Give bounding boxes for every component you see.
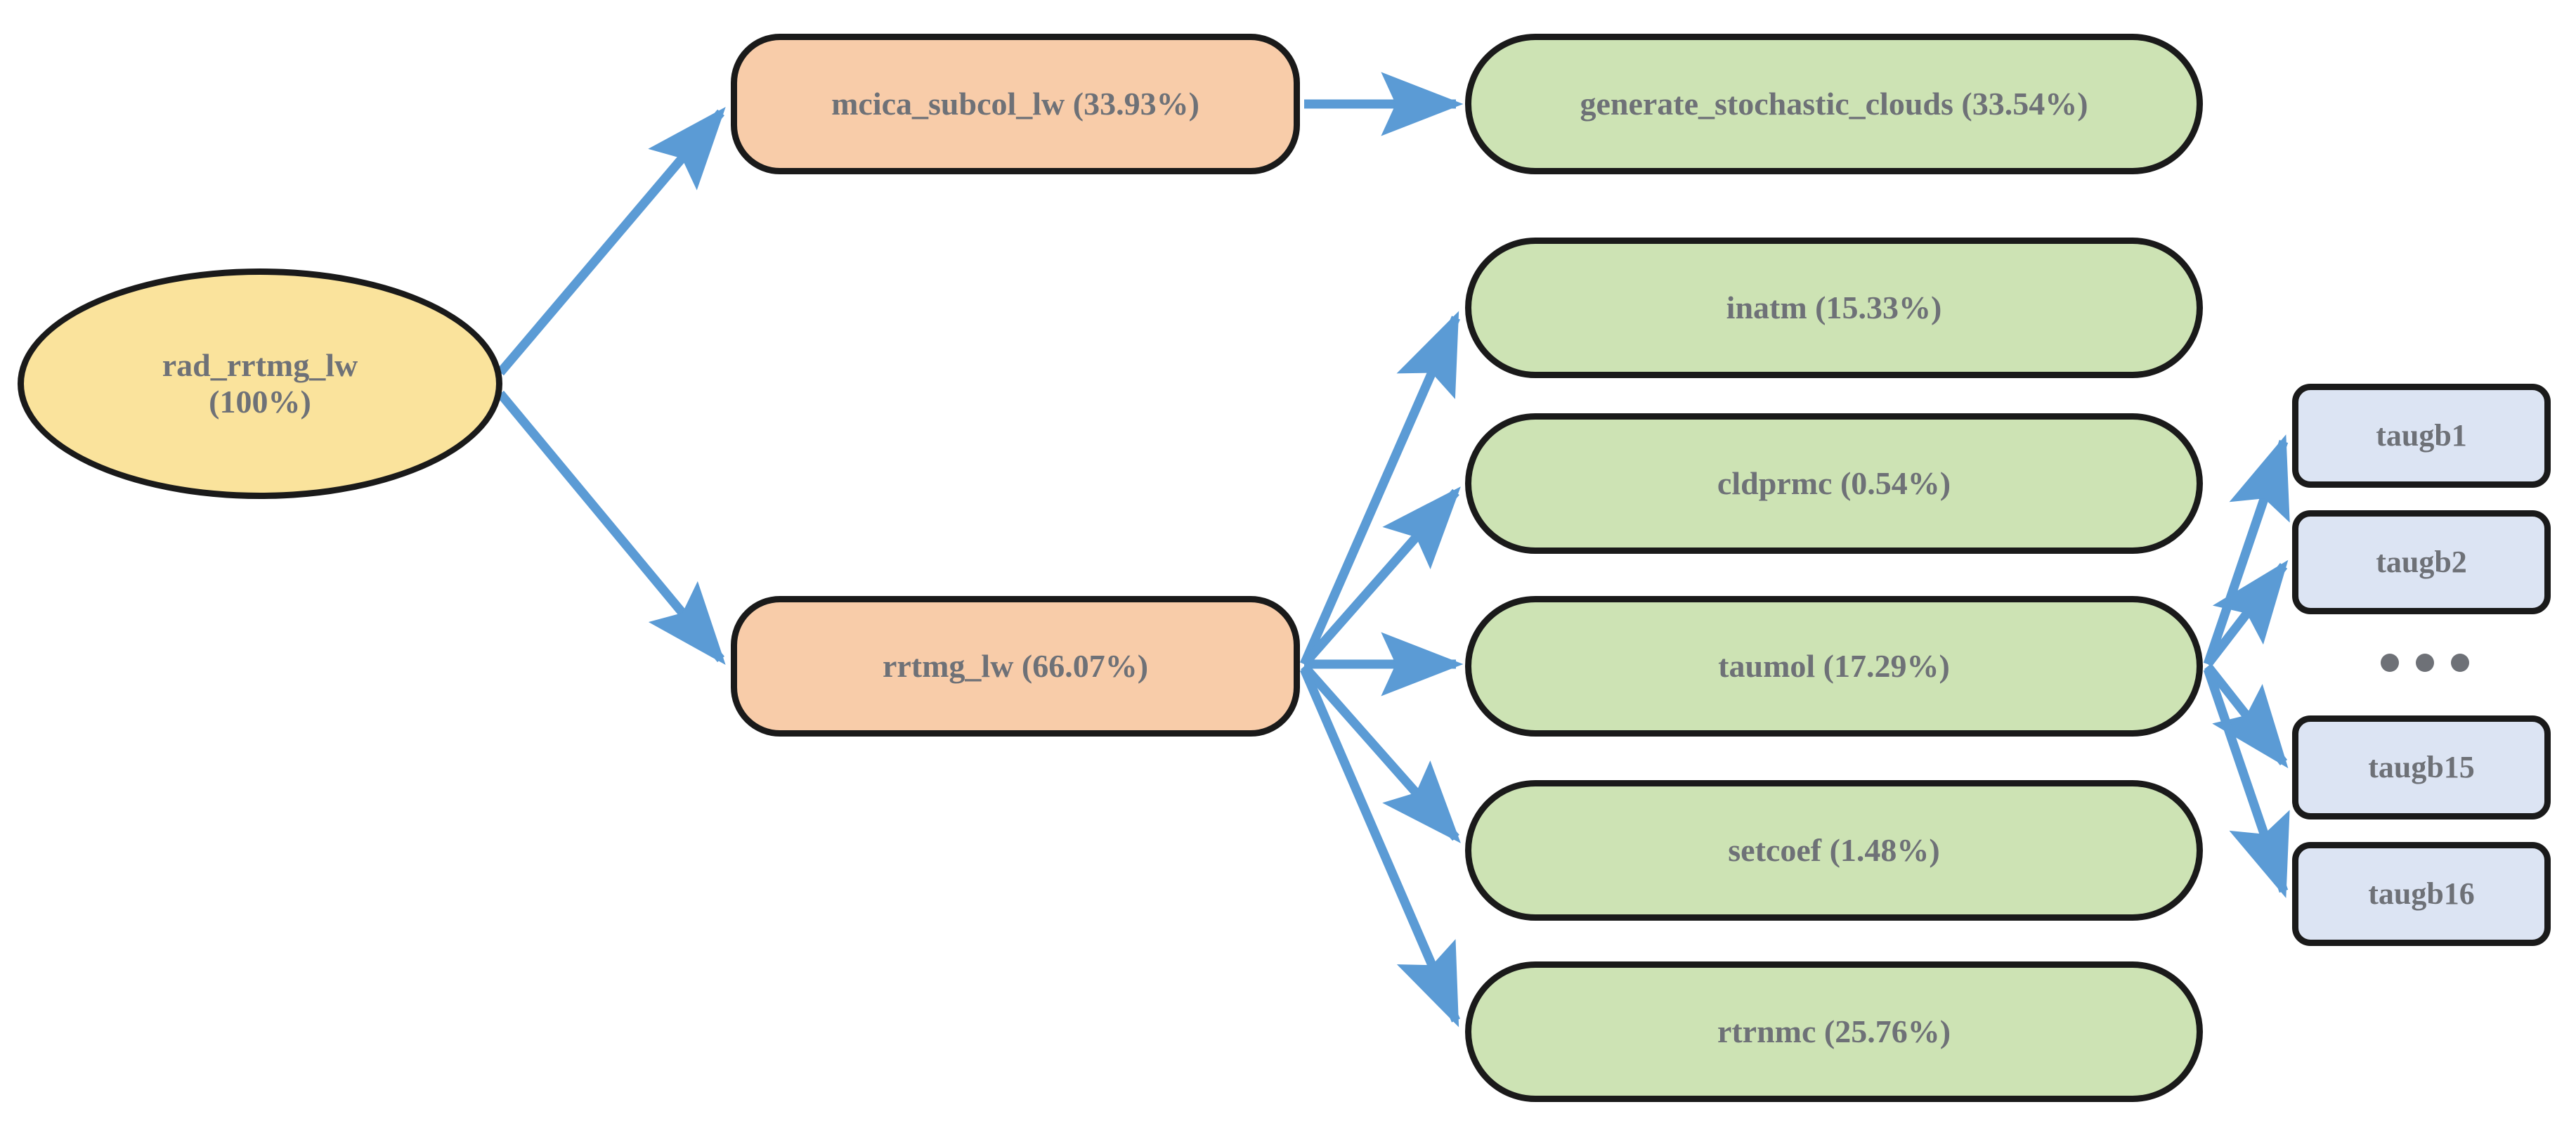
edge-rad_rrtmg_lw-mcica_subcol_lw <box>497 107 726 376</box>
edge-rrtmg_lw-rtrnmc <box>1300 667 1460 1028</box>
node-label-rad-rrtmg-lw: rad_rrtmg_lw (100%) <box>152 347 367 420</box>
node-label-taugb2: taugb2 <box>2376 545 2467 580</box>
node-label-generate-stochastic-clouds: generate_stochastic_clouds (33.54%) <box>1580 86 2088 122</box>
node-label-setcoef: setcoef (1.48%) <box>1728 832 1940 869</box>
node-cldprmc[interactable]: cldprmc (0.54%) <box>1465 413 2203 554</box>
edge-taumol-taugb15 <box>2204 663 2289 769</box>
node-label-line1: rad_rrtmg_lw <box>162 347 358 384</box>
node-label-taugb1: taugb1 <box>2376 418 2467 453</box>
node-generate-stochastic-clouds[interactable]: generate_stochastic_clouds (33.54%) <box>1465 34 2203 174</box>
node-setcoef[interactable]: setcoef (1.48%) <box>1465 780 2203 921</box>
ellipsis-dot-2 <box>2416 654 2434 672</box>
node-taumol[interactable]: taumol (17.29%) <box>1465 596 2203 737</box>
node-mcica-subcol-lw[interactable]: mcica_subcol_lw (33.93%) <box>731 34 1300 174</box>
edge-taumol-taugb16 <box>2203 667 2290 898</box>
node-label-taugb16: taugb16 <box>2368 876 2475 912</box>
node-label-cldprmc: cldprmc (0.54%) <box>1717 465 1951 502</box>
node-taugb1[interactable]: taugb1 <box>2292 384 2551 488</box>
node-label-mcica-subcol-lw: mcica_subcol_lw (33.93%) <box>831 86 1199 122</box>
node-label-taugb15: taugb15 <box>2368 750 2475 785</box>
edge-rrtmg_lw-cldprmc <box>1301 486 1461 668</box>
node-rtrnmc[interactable]: rtrnmc (25.76%) <box>1465 961 2203 1102</box>
node-label-taumol: taumol (17.29%) <box>1718 648 1950 685</box>
node-taugb2[interactable]: taugb2 <box>2292 510 2551 614</box>
ellipsis-dot-1 <box>2381 654 2399 672</box>
node-rrtmg-lw[interactable]: rrtmg_lw (66.07%) <box>731 596 1300 737</box>
node-label-rtrnmc: rtrnmc (25.76%) <box>1717 1013 1951 1050</box>
node-label-rrtmg-lw: rrtmg_lw (66.07%) <box>882 648 1149 685</box>
edge-rrtmg_lw-setcoef <box>1301 663 1461 843</box>
taugb-ellipsis-icon <box>2381 654 2469 672</box>
node-taugb16[interactable]: taugb16 <box>2292 842 2551 946</box>
node-label-line2: (100%) <box>209 384 311 420</box>
edge-rrtmg_lw-inatm <box>1300 311 1460 666</box>
ellipsis-dot-3 <box>2451 654 2469 672</box>
edge-rad_rrtmg_lw-rrtmg_lw <box>497 390 726 665</box>
edge-taumol-taugb2 <box>2204 559 2289 667</box>
node-taugb15[interactable]: taugb15 <box>2292 715 2551 819</box>
node-inatm[interactable]: inatm (15.33%) <box>1465 238 2203 378</box>
edge-taumol-taugb1 <box>2203 434 2290 666</box>
node-rad-rrtmg-lw[interactable]: rad_rrtmg_lw (100%) <box>18 268 502 499</box>
node-label-inatm: inatm (15.33%) <box>1726 290 1942 326</box>
